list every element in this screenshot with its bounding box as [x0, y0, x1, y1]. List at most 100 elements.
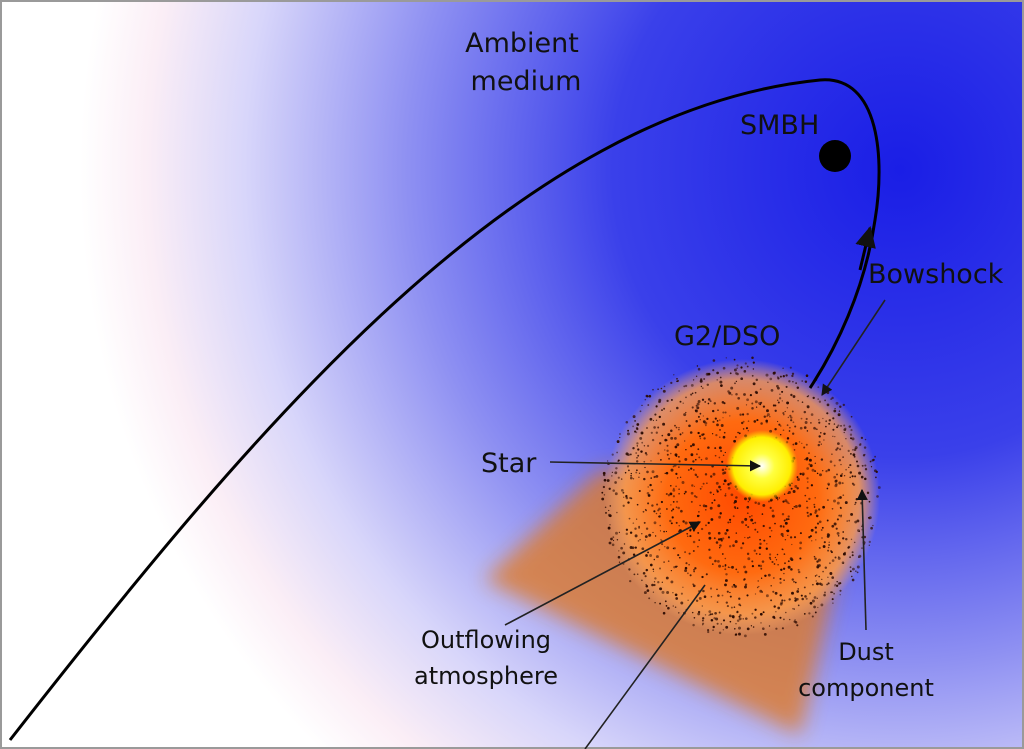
dust-particle: [799, 426, 803, 430]
dust-particle: [874, 455, 876, 458]
dust-particle: [769, 535, 771, 538]
dust-particle: [734, 585, 737, 588]
dust-particle: [769, 377, 773, 381]
dust-particle: [817, 558, 821, 562]
dust-particle: [677, 554, 680, 557]
dust-particle: [725, 493, 727, 495]
ambient-label-line2: medium: [471, 66, 582, 97]
dust-particle: [842, 494, 845, 497]
dust-particle: [742, 578, 746, 581]
dust-particle: [745, 524, 748, 527]
dust-particle: [730, 493, 734, 497]
dust-particle: [647, 551, 650, 554]
dust-particle: [761, 627, 765, 631]
dust-particle: [814, 557, 817, 561]
dust-particle: [858, 471, 862, 475]
dust-particle: [804, 595, 807, 598]
dust-particle: [851, 475, 854, 478]
dust-particle: [694, 458, 697, 461]
dust-particle: [736, 364, 739, 367]
dust-particle: [775, 627, 778, 630]
dust-particle: [677, 530, 680, 532]
dust-particle: [812, 583, 814, 586]
dust-particle: [650, 431, 653, 434]
dust-particle: [644, 539, 647, 541]
dust-particle: [749, 394, 753, 397]
dust-particle: [654, 602, 656, 604]
dust-particle: [647, 494, 651, 497]
dust-particle: [724, 451, 726, 454]
dust-particle: [735, 496, 738, 499]
dust-particle: [617, 460, 619, 462]
dust-particle: [778, 397, 782, 400]
dust-particle: [791, 591, 794, 595]
dust-particle: [816, 566, 819, 568]
dust-particle: [777, 399, 779, 401]
dust-particle: [751, 564, 755, 568]
dust-particle: [697, 431, 700, 435]
dust-particle: [816, 597, 818, 599]
dust-particle: [746, 365, 749, 368]
dust-particle: [852, 449, 854, 451]
dust-particle: [826, 499, 829, 502]
dust-particle: [801, 472, 805, 476]
dust-particle: [717, 504, 721, 508]
dust-particle: [724, 411, 727, 414]
dust-particle: [673, 565, 676, 569]
dust-particle: [725, 601, 728, 604]
dust-particle: [783, 553, 786, 555]
dust-particle: [769, 506, 772, 509]
dust-particle: [836, 426, 839, 429]
dust-particle: [673, 374, 675, 376]
dust-particle: [676, 500, 679, 503]
dust-particle: [601, 497, 605, 501]
dust-particle: [810, 528, 814, 532]
dust-particle: [712, 629, 715, 632]
dust-particle: [834, 479, 838, 483]
dust-particle: [783, 572, 785, 575]
dust-particle: [787, 565, 791, 569]
dust-particle: [844, 501, 848, 505]
dust-particle: [718, 546, 721, 549]
dust-particle: [703, 378, 706, 380]
dust-particle: [699, 437, 702, 440]
dust-particle: [647, 444, 650, 447]
dust-particle: [620, 546, 623, 550]
dust-particle: [661, 409, 663, 412]
dust-particle: [829, 460, 833, 463]
dust-particle: [641, 547, 645, 551]
dust-particle: [831, 453, 833, 456]
dust-particle: [797, 400, 799, 402]
dust-particle: [670, 429, 673, 432]
dust-particle: [658, 548, 661, 551]
dust-particle: [666, 546, 670, 550]
dust-particle: [614, 492, 618, 496]
dust-particle: [714, 454, 717, 457]
dust-particle: [828, 422, 831, 425]
dust-particle: [773, 617, 776, 619]
dust-particle: [766, 543, 768, 545]
dust-particle: [868, 540, 871, 544]
dust-particle: [822, 545, 826, 548]
dust-particle: [722, 435, 726, 439]
dust-particle: [742, 618, 744, 620]
dust-particle: [780, 601, 784, 605]
dust-particle: [647, 404, 650, 406]
dust-particle: [618, 561, 621, 563]
dust-particle: [701, 605, 703, 607]
dust-particle: [841, 473, 844, 475]
dust-particle: [792, 507, 794, 510]
dust-particle: [724, 565, 726, 568]
dust-particle: [689, 431, 693, 434]
dust-particle: [805, 417, 808, 421]
dust-particle: [717, 538, 721, 541]
dust-particle: [725, 573, 728, 576]
dust-particle: [687, 572, 689, 575]
dust-particle: [625, 496, 629, 500]
dust-particle: [695, 404, 698, 407]
dust-particle: [666, 453, 669, 456]
dust-particle: [777, 386, 780, 390]
dust-particle: [701, 486, 703, 488]
dust-particle: [832, 417, 835, 420]
